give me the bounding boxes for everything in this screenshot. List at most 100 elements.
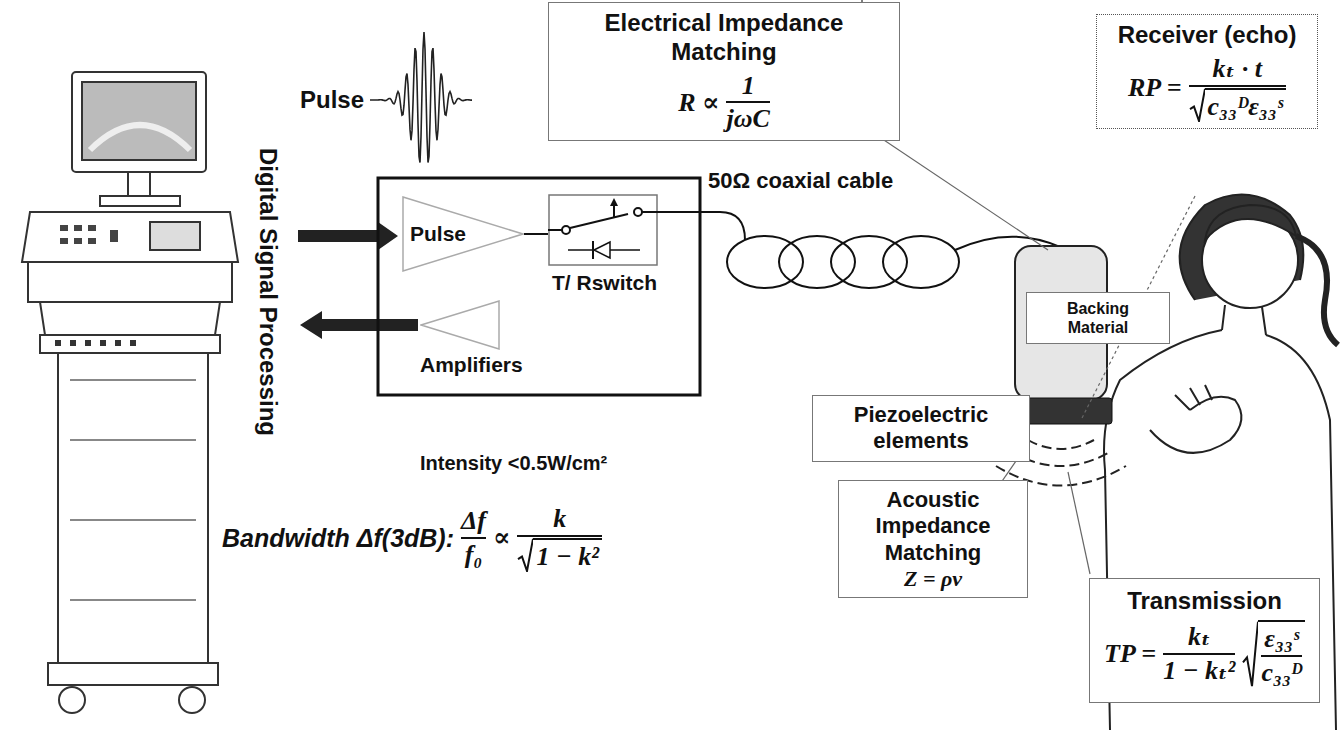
drawing-part	[1205, 205, 1296, 240]
formula-term: jωC	[726, 104, 769, 134]
formula-row: RP =kₜ · tc₃₃ᴰε₃₃ˢ	[1128, 54, 1286, 122]
switch-part	[549, 195, 657, 265]
label-box: Transmission TP = kₜ 1 − kₜ² ε₃₃ˢ c₃₃ᴰ	[1089, 578, 1320, 703]
formula-term: f₀	[465, 540, 483, 570]
radicand: c₃₃ᴰε₃₃ˢ	[1205, 88, 1287, 122]
fraction: 1jωC	[726, 71, 769, 135]
connector	[524, 234, 548, 235]
switch-part	[562, 226, 570, 234]
switch-part	[642, 211, 658, 213]
drawing-part	[60, 238, 68, 244]
fraction: ε₃₃ˢ c₃₃ᴰ	[1261, 624, 1302, 688]
formula-term: ∝	[493, 523, 510, 553]
receive-amplifier: Amplifiers	[420, 300, 523, 377]
fraction: k 1 − k²	[517, 504, 602, 572]
triangle-outline	[420, 300, 500, 350]
formula-row: TP = kₜ 1 − kₜ² ε₃₃ˢ c₃₃ᴰ	[1104, 620, 1305, 688]
drawing-part	[48, 663, 218, 685]
radicand: ε₃₃ˢ c₃₃ᴰ	[1258, 620, 1305, 688]
triangle	[421, 301, 499, 349]
drawing-part	[88, 225, 96, 231]
drawing-part	[1296, 236, 1338, 345]
pulse-waveform	[370, 32, 472, 163]
text-label: Intensity <0.5W/cm²	[420, 452, 607, 475]
drawing-part	[55, 340, 61, 346]
switch-label: T/ Rswitch	[552, 270, 658, 295]
formula-term: TP =	[1104, 639, 1156, 669]
fraction-bar	[726, 101, 769, 103]
label-box: Piezoelectric elements	[812, 395, 1030, 462]
drawing-part	[70, 380, 196, 600]
switch-part	[610, 198, 618, 206]
radical-sign	[1242, 620, 1258, 688]
text-label: Pulse	[300, 86, 364, 114]
drawing-part	[128, 172, 150, 198]
formula-term: RP =	[1128, 73, 1182, 103]
formula-term: Δf	[461, 506, 486, 536]
drawing-part	[59, 687, 85, 713]
box-heading: Piezoelectric elements	[823, 402, 1019, 455]
radical-sign	[1189, 88, 1205, 122]
fraction: Δf f₀	[461, 506, 486, 570]
radical-svg	[1189, 88, 1205, 122]
drawing-part	[60, 225, 68, 231]
fraction-bar	[517, 535, 602, 537]
formula-term: 1 − kₜ²	[1163, 656, 1235, 686]
square-root: 1 − k²	[517, 538, 602, 572]
drawing-part	[74, 238, 82, 244]
drawing-part	[28, 262, 232, 302]
drawing-part	[58, 353, 208, 663]
drawing-part	[1175, 385, 1212, 410]
formula-term: 1 − k²	[536, 542, 599, 572]
radical-sign	[517, 538, 533, 572]
box-heading: Backing Material	[1037, 299, 1159, 337]
label-box: Electrical Impedance MatchingR ∝1jωC	[548, 2, 900, 141]
signal-arrow-in	[298, 222, 398, 250]
switch-part	[613, 204, 615, 218]
box-heading: Electrical Impedance Matching	[559, 9, 889, 67]
formula-term: Z = ρν	[849, 566, 1017, 591]
radical-svg	[1242, 620, 1258, 688]
drawing-part	[90, 125, 190, 150]
fraction: kₜ 1 − kₜ²	[1163, 622, 1235, 686]
formula-term: kₜ	[1188, 622, 1211, 652]
square-root: ε₃₃ˢ c₃₃ᴰ	[1242, 620, 1305, 688]
drawing-part	[22, 212, 238, 262]
tr-switch: T/ Rswitch	[548, 194, 658, 295]
fraction-bar	[461, 537, 486, 539]
drawing-part	[130, 340, 136, 346]
bandwidth-label: Bandwidth Δf(3dB):	[222, 523, 454, 553]
switch-part	[548, 229, 562, 231]
square-root: c₃₃ᴰε₃₃ˢ	[1189, 88, 1287, 122]
fraction: kₜ · tc₃₃ᴰε₃₃ˢ	[1189, 54, 1287, 122]
coaxial-cable	[658, 212, 1060, 288]
drawing-part	[883, 236, 959, 288]
drawing-part	[1150, 397, 1241, 453]
drawing-part	[100, 196, 180, 206]
drawing-part	[110, 230, 118, 242]
radicand: 1 − k²	[533, 538, 602, 572]
formula-row: R ∝1jωC	[678, 71, 770, 135]
box-heading: Transmission	[1104, 587, 1305, 616]
formula-term: k	[553, 504, 566, 534]
drawing-part	[150, 222, 200, 250]
front-end-box	[378, 178, 700, 395]
formula-term: c₃₃ᴰ	[1261, 658, 1302, 688]
amplifier-label: Amplifiers	[420, 352, 523, 377]
amplifier-label: Pulse	[410, 221, 466, 246]
ultrasound-machine	[22, 72, 238, 713]
text-label: 50Ω coaxial cable	[708, 168, 893, 194]
radical-svg	[517, 538, 533, 572]
drawing-part	[179, 687, 205, 713]
radical-stroke	[518, 539, 533, 571]
drawing-part	[74, 225, 82, 231]
formula-term: ε₃₃ˢ	[1264, 624, 1299, 654]
formula-term: R ∝	[678, 88, 719, 118]
drawing-part	[115, 340, 121, 346]
formula-term: 1	[742, 71, 755, 101]
fraction-bar	[1261, 655, 1302, 657]
formula-row: Bandwidth Δf(3dB):Δf f₀ ∝ k 1 − k²	[222, 504, 602, 572]
switch-part	[594, 242, 610, 258]
switch-part	[634, 208, 642, 216]
